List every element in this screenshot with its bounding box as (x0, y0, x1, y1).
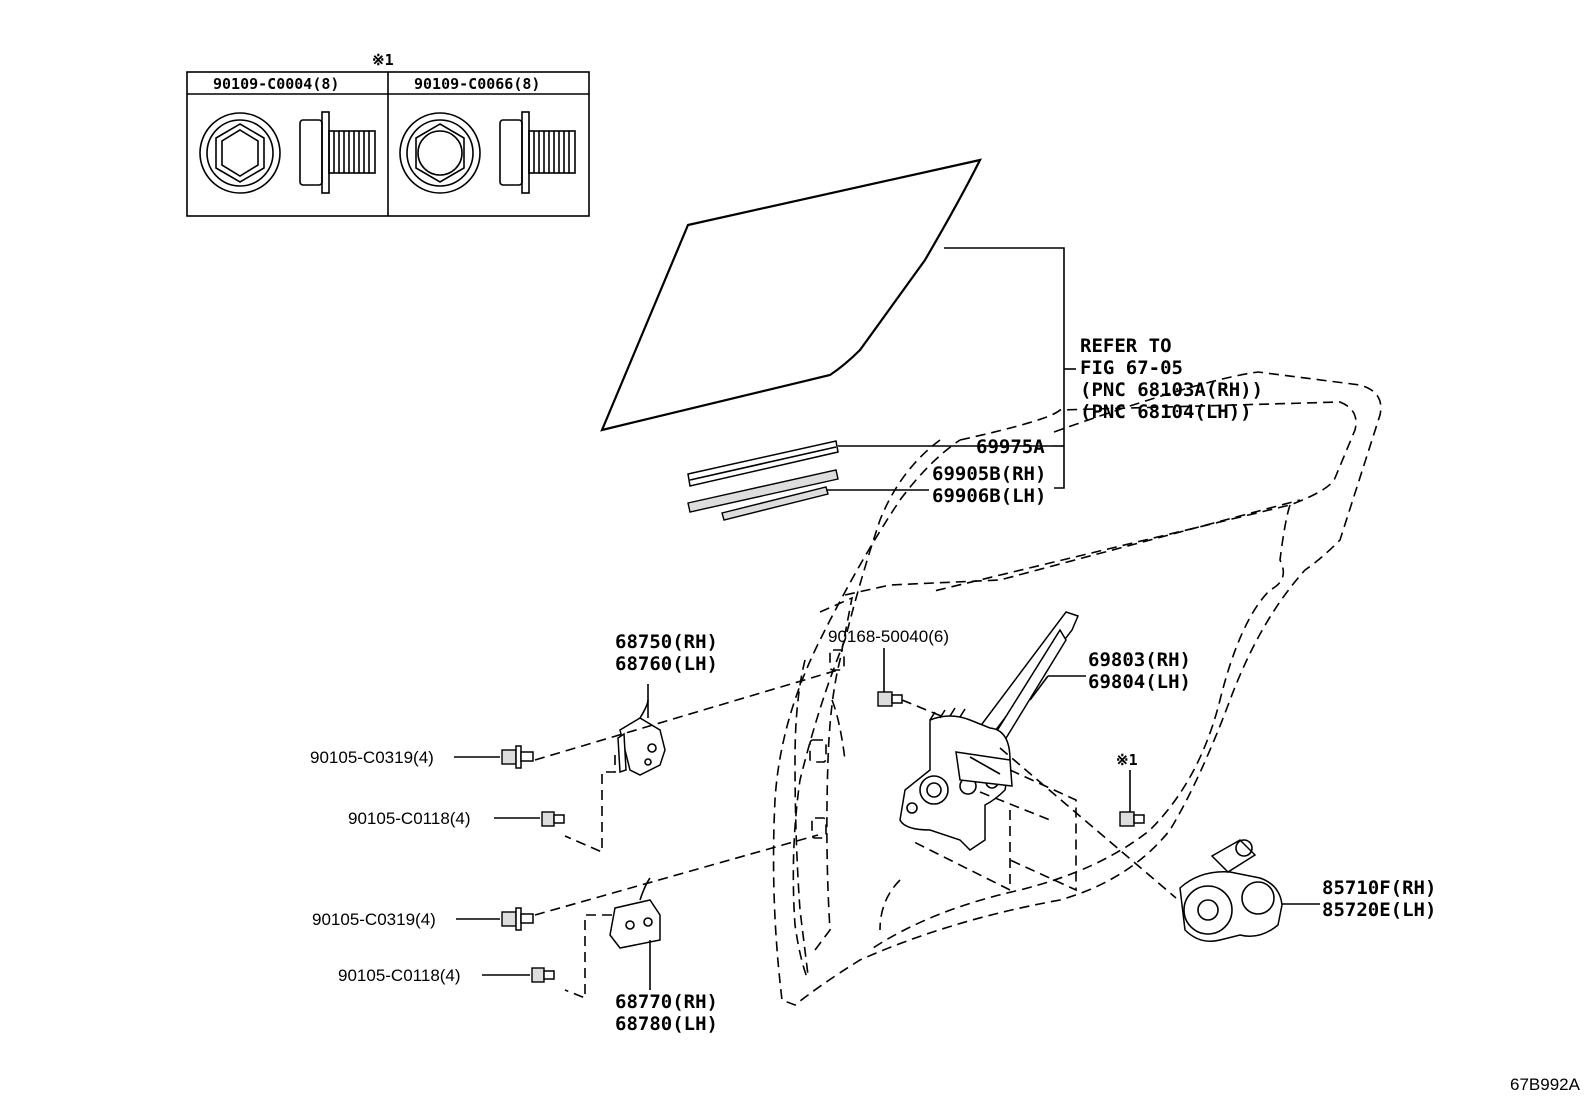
bolt-upper-1-icon (501, 745, 534, 769)
reference-note-line-4: (PNC 68104(LH)) (1080, 401, 1252, 423)
upper-hinge (617, 684, 666, 776)
fastener-table: ※1 90109-C0004(8) 90109-C0066(8) (186, 51, 590, 217)
reference-bracket (826, 247, 1076, 491)
diagram-code: 67B992A (1510, 1075, 1581, 1094)
reference-note-line-1: REFER TO (1080, 335, 1172, 357)
label-regulator-screw: 90168-50040(6) (828, 627, 949, 646)
window-regulator (899, 611, 1080, 851)
label-bolt-upper-1: 90105-C0319(4) (310, 748, 434, 767)
regulator-motor (1179, 839, 1283, 942)
label-weatherstrip-lh: 69906B(LH) (932, 485, 1046, 507)
motor-bolt-icon (1119, 811, 1145, 827)
label-bolt-upper-2: 90105-C0118(4) (348, 809, 471, 828)
bolt-upper-2-icon (541, 811, 565, 827)
run-channel-strips (687, 440, 839, 521)
label-regulator-rh: 69803(RH) (1088, 649, 1191, 671)
lower-hinge (609, 877, 661, 990)
door-panel-outline (772, 371, 1382, 1006)
label-bolt-lower-2: 90105-C0118(4) (338, 966, 461, 985)
regulator-screw-icon (877, 691, 903, 707)
label-lower-hinge-rh: 68770(RH) (615, 991, 718, 1013)
reference-note-line-2: FIG 67-05 (1080, 357, 1183, 379)
label-motor-rh: 85710F(RH) (1322, 877, 1436, 899)
reference-note-line-3: (PNC 68103A(RH)) (1080, 379, 1263, 401)
label-lower-hinge-lh: 68780(LH) (615, 1013, 718, 1035)
label-motor-bolt-note: ※1 (1116, 751, 1138, 769)
regulator-motor-dashed-guide (909, 747, 1177, 899)
hex-bolt-icon-1 (199, 111, 376, 194)
bolt-lower-1-icon (501, 907, 534, 931)
table-col-2-header: 90109-C0066(8) (414, 75, 540, 93)
label-weatherstrip-rh: 69905B(RH) (932, 463, 1046, 485)
label-bolt-lower-1: 90105-C0319(4) (312, 910, 436, 929)
door-glass (600, 158, 983, 432)
label-regulator-lh: 69804(LH) (1088, 671, 1191, 693)
hex-bolt-icon-2 (399, 111, 576, 194)
label-run-channel: 69975A (976, 436, 1045, 458)
table-note-mark: ※1 (372, 51, 394, 69)
label-upper-hinge-rh: 68750(RH) (615, 631, 718, 653)
label-motor-lh: 85720E(LH) (1322, 899, 1436, 921)
table-col-1-header: 90109-C0004(8) (213, 75, 339, 93)
label-upper-hinge-lh: 68760(LH) (615, 653, 718, 675)
bolt-lower-2-icon (531, 967, 555, 983)
